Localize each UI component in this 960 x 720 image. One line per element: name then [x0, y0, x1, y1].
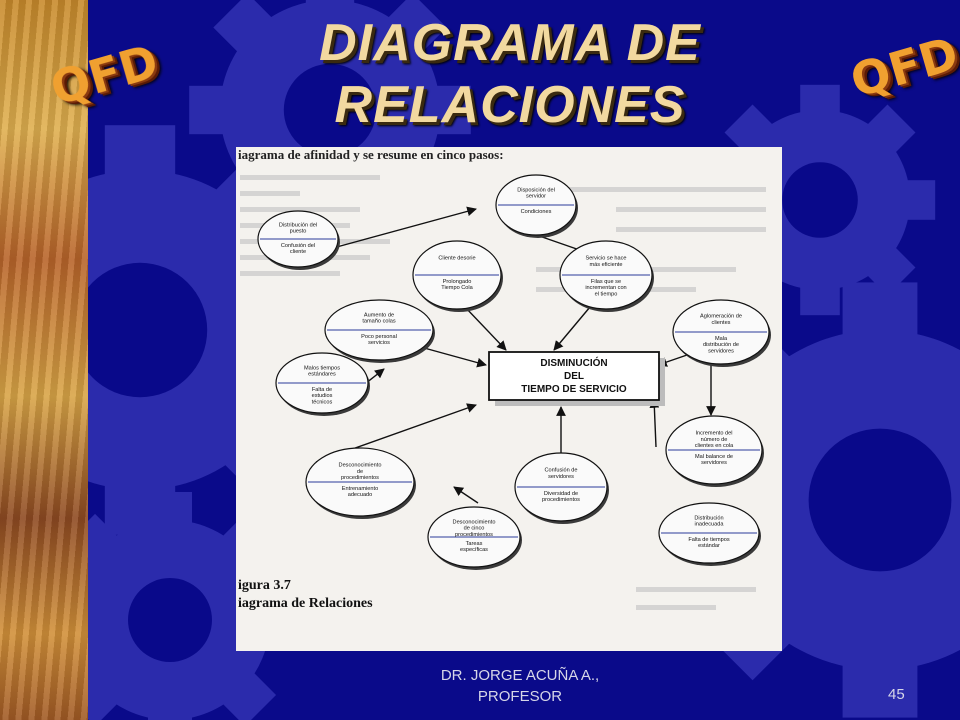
footer-author-line-1: DR. JORGE ACUÑA A.,	[440, 667, 600, 684]
figure-header-text: iagrama de afinidad y se resume en cinco…	[238, 147, 504, 162]
footer-author-line-2: PROFESOR	[477, 688, 563, 705]
figure-caption-text: iagrama de Relaciones	[238, 596, 373, 611]
slide-title: DIAGRAMA DE RELACIONES	[230, 12, 790, 136]
decorative-left-strip	[0, 0, 88, 720]
center-box-line-3: TIEMPO DE SERVICIO	[521, 384, 627, 395]
arrow-4	[553, 306, 591, 351]
arrow-2	[321, 206, 477, 252]
diagram-arrows	[315, 206, 717, 504]
relations-diagram-figure: iagrama de afinidad y se resume en cinco…	[236, 147, 782, 651]
slide-title-line-2: RELACIONES	[334, 76, 686, 134]
slide-title-line-1: DIAGRAMA DE	[319, 14, 701, 72]
node-bottom-text: Condiciones	[521, 209, 552, 215]
arrow-3	[464, 306, 507, 351]
center-box-line-1: DISMINUCIÓN	[540, 356, 607, 369]
footer-author: DR. JORGE ACUÑA A., PROFESOR	[400, 665, 640, 707]
figure-caption-number: igura 3.7	[238, 578, 291, 593]
page-number: 45	[888, 686, 905, 703]
center-box-line-2: DEL	[564, 371, 584, 382]
arrow-9	[649, 398, 660, 448]
diagram-center-box: DISMINUCIÓN DEL TIEMPO DE SERVICIO	[488, 351, 665, 406]
arrow-13	[453, 486, 479, 504]
relations-diagram: iagrama de afinidad y se resume en cinco…	[238, 147, 771, 611]
node-top-text: Cliente desorie	[438, 256, 475, 262]
